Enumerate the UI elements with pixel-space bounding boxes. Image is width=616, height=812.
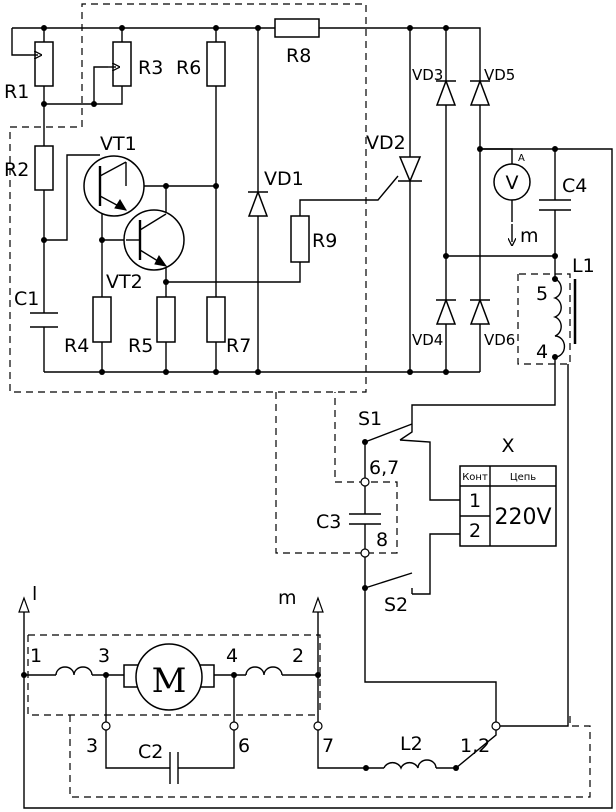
label-c1: C1 [14, 288, 39, 310]
label-r7: R7 [226, 335, 251, 357]
resistor-r4 [92, 296, 112, 343]
switch-s2 [364, 572, 413, 589]
lower-dashed-boundary [27, 273, 591, 798]
capacitor-c2 [169, 752, 179, 784]
connector-ref: X [501, 435, 514, 457]
pin-b1-2: 1,2 [460, 735, 490, 757]
label-s2: S2 [384, 594, 408, 616]
label-r2: R2 [4, 159, 29, 181]
label-vd6: VD6 [484, 331, 515, 349]
connector-contact-2: 2 [469, 520, 481, 542]
pin-l1-5: 5 [536, 283, 548, 305]
resistor-r8 [274, 18, 320, 38]
pin-8: 8 [376, 529, 388, 551]
diode-vd1 [247, 189, 269, 217]
arrow-l: l [18, 583, 37, 625]
pin-m2: 2 [292, 645, 304, 667]
winding-right [245, 666, 283, 676]
pin-b6: 6 [238, 735, 250, 757]
connector-col-contact: Конт [462, 472, 488, 483]
label-vd4: VD4 [412, 331, 443, 349]
diode-vd6 [469, 297, 491, 325]
label-vt2: VT2 [106, 271, 143, 293]
connector-col-circuit: Цепь [510, 472, 536, 483]
label-vd2: VD2 [366, 132, 406, 154]
control-board-boundary [9, 3, 367, 393]
diode-vd2 [398, 156, 422, 183]
voltmeter-tag: A [518, 153, 525, 164]
meter-output-label: m [520, 225, 539, 247]
switch-s1 [364, 423, 413, 443]
connector-circuit: 220V [494, 505, 551, 530]
pin-m3: 3 [98, 645, 110, 667]
label-r8: R8 [286, 45, 311, 67]
arrow-l-label: l [32, 583, 37, 605]
inductor-l2 [383, 759, 437, 770]
pin-m4: 4 [226, 645, 238, 667]
capacitor-c3 [349, 513, 381, 525]
pin-6-7: 6,7 [369, 457, 399, 479]
pin-b3: 3 [86, 735, 98, 757]
resistor-r6 [206, 41, 226, 87]
diode-vd3 [435, 78, 457, 106]
label-vd5: VD5 [484, 66, 515, 84]
diode-vd5 [469, 78, 491, 106]
voltmeter: V A m [493, 153, 539, 247]
label-r5: R5 [128, 335, 153, 357]
connector-contact-1: 1 [469, 490, 481, 512]
label-r1: R1 [4, 81, 29, 103]
resistor-r9 [290, 215, 310, 263]
label-c4: C4 [562, 175, 587, 197]
label-r9: R9 [312, 230, 337, 252]
motor: M [123, 643, 215, 711]
inductor-l1 [552, 278, 577, 358]
diode-vd4 [435, 297, 457, 325]
capacitor-c4 [539, 199, 571, 211]
component-labels: R1 R3 R6 R8 R2 VT1 VT2 VD1 VD2 R9 C1 R4 … [4, 45, 595, 763]
resistor-r7 [206, 296, 226, 343]
label-c2: C2 [138, 741, 163, 763]
voltmeter-symbol: V [506, 172, 519, 194]
label-vd1: VD1 [264, 168, 304, 190]
pin-b7: 7 [322, 735, 334, 757]
arrow-m-label: m [278, 587, 297, 609]
label-l2: L2 [400, 733, 423, 755]
junction-dots [21, 25, 558, 771]
resistor-r5 [156, 296, 176, 343]
label-r3: R3 [138, 57, 163, 79]
resistor-r3 [108, 41, 132, 87]
label-vt1: VT1 [100, 133, 137, 155]
connector-x: X Конт Цепь 1 2 220V [459, 435, 557, 547]
transistor-vt2 [123, 209, 185, 271]
pin-m1: 1 [30, 645, 42, 667]
label-vd3: VD3 [412, 66, 443, 84]
label-r6: R6 [176, 57, 201, 79]
pin-l1-4: 4 [536, 341, 548, 363]
motor-symbol: M [152, 661, 187, 701]
resistor-r1 [30, 41, 54, 87]
capacitor-c1 [30, 312, 58, 328]
transistor-vt1 [83, 155, 145, 217]
label-s1: S1 [358, 408, 382, 430]
label-r4: R4 [64, 335, 89, 357]
resistor-r2 [34, 145, 54, 191]
winding-left [55, 666, 93, 676]
label-c3: C3 [316, 511, 341, 533]
label-l1: L1 [572, 255, 595, 277]
terminal-rings [101, 477, 501, 731]
arrow-m: m [278, 587, 324, 625]
